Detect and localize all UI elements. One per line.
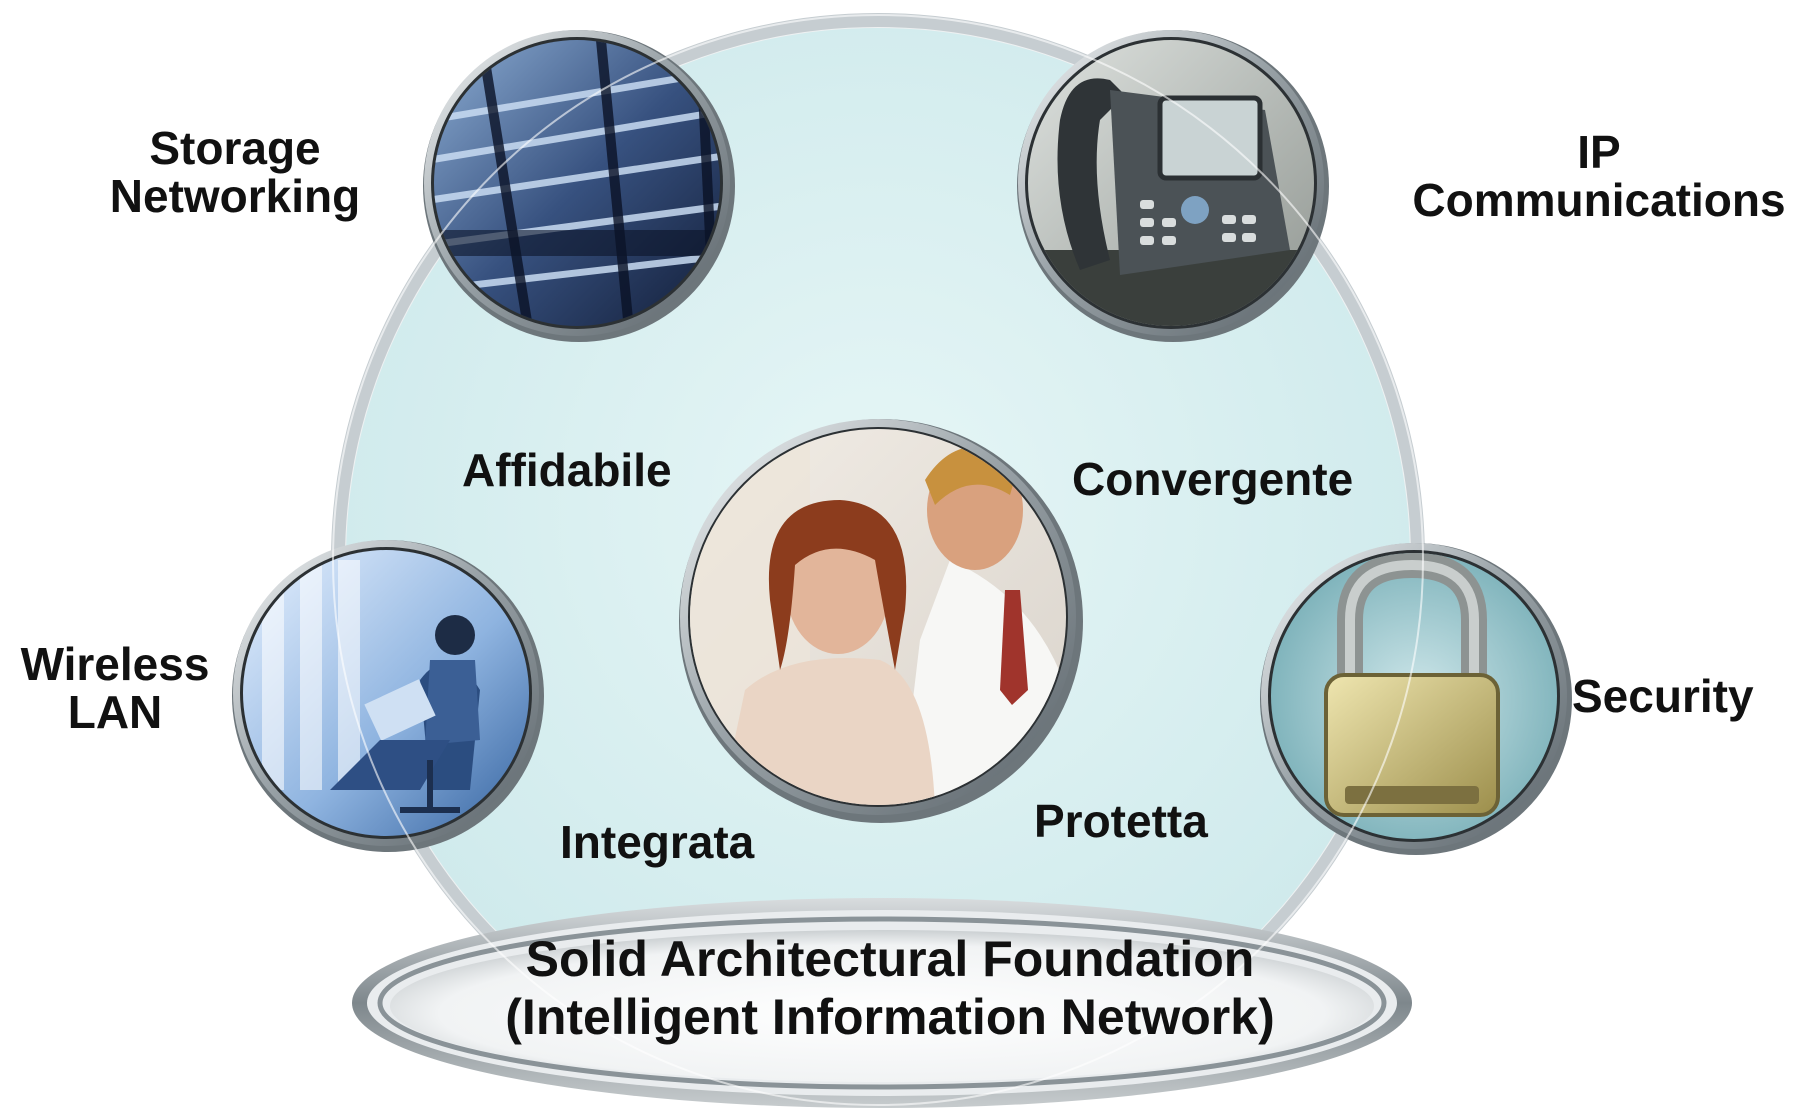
- label-integrata: Integrata: [560, 816, 755, 868]
- label-protetta: Protetta: [1034, 795, 1208, 847]
- wireless-lan-photo: [232, 540, 544, 852]
- label-storage-line1: Storage: [149, 122, 321, 174]
- storage-networking-photo: [423, 30, 735, 342]
- label-ip-communications: IP Communications: [1400, 128, 1798, 224]
- label-wireless-lan: Wireless LAN: [0, 640, 230, 736]
- label-wireless-line2: LAN: [67, 686, 163, 738]
- center-people-photo: [679, 419, 1083, 823]
- label-ip-line1: IP: [1577, 126, 1621, 178]
- ip-phone-photo: [1017, 30, 1329, 342]
- foundation-line1: Solid Architectural Foundation: [525, 931, 1255, 987]
- foundation-line2: (Intelligent Information Network): [505, 989, 1275, 1045]
- label-storage-networking: Storage Networking: [100, 124, 370, 220]
- label-wireless-line1: Wireless: [20, 638, 210, 690]
- label-convergente: Convergente: [1072, 453, 1354, 505]
- label-security: Security: [1572, 670, 1754, 722]
- foundation-label: Solid Architectural Foundation (Intellig…: [380, 930, 1400, 1046]
- foundation-oval: [352, 898, 1412, 1108]
- security-padlock-photo: [1260, 543, 1572, 855]
- label-ip-line2: Communications: [1412, 174, 1786, 226]
- label-affidabile: Affidabile: [462, 444, 672, 496]
- label-storage-line2: Networking: [109, 170, 361, 222]
